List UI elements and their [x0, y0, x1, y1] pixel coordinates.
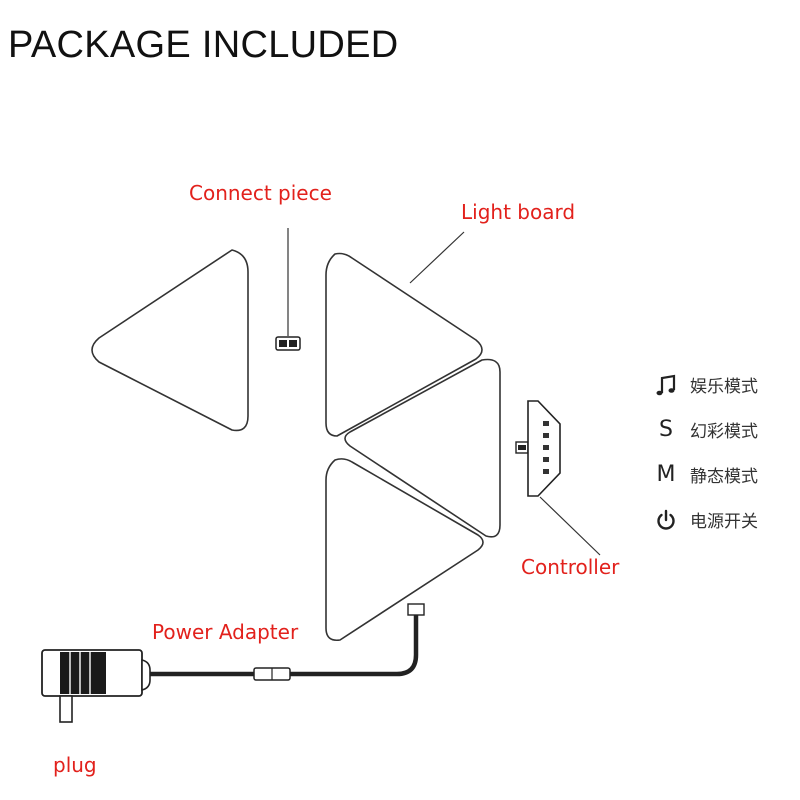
- light-board-middle: [344, 358, 501, 538]
- legend-item-music: 娱乐模式: [652, 362, 792, 407]
- light-board-bottom: [325, 458, 484, 642]
- connect-piece: [275, 336, 301, 351]
- plug: [41, 649, 151, 723]
- page-title: PACKAGE INCLUDED: [8, 24, 399, 66]
- light-board-single: [91, 249, 249, 432]
- legend-item-s: S 幻彩模式: [652, 407, 792, 452]
- light-board-label: Light board: [461, 200, 576, 224]
- legend-item-power: 电源开关: [652, 497, 792, 542]
- controller-mode-legend: 娱乐模式 S 幻彩模式 M 静态模式 电源开关: [652, 362, 792, 542]
- power-icon: [652, 508, 680, 532]
- connect-piece-label: Connect piece: [189, 181, 332, 205]
- legend-text: 娱乐模式: [690, 377, 758, 397]
- light-board-top: [325, 252, 483, 437]
- letter-s-icon: S: [659, 417, 673, 442]
- power-adapter-label: Power Adapter: [152, 620, 299, 644]
- music-note-icon: [652, 373, 680, 397]
- legend-text: 静态模式: [690, 467, 758, 487]
- legend-text: 电源开关: [690, 512, 758, 532]
- legend-item-m: M 静态模式: [652, 452, 792, 497]
- power-adapter: [150, 603, 425, 681]
- controller-label: Controller: [521, 555, 620, 579]
- legend-text: 幻彩模式: [690, 422, 758, 442]
- letter-m-icon: M: [656, 462, 676, 487]
- plug-label: plug: [53, 753, 97, 777]
- controller: [515, 400, 561, 497]
